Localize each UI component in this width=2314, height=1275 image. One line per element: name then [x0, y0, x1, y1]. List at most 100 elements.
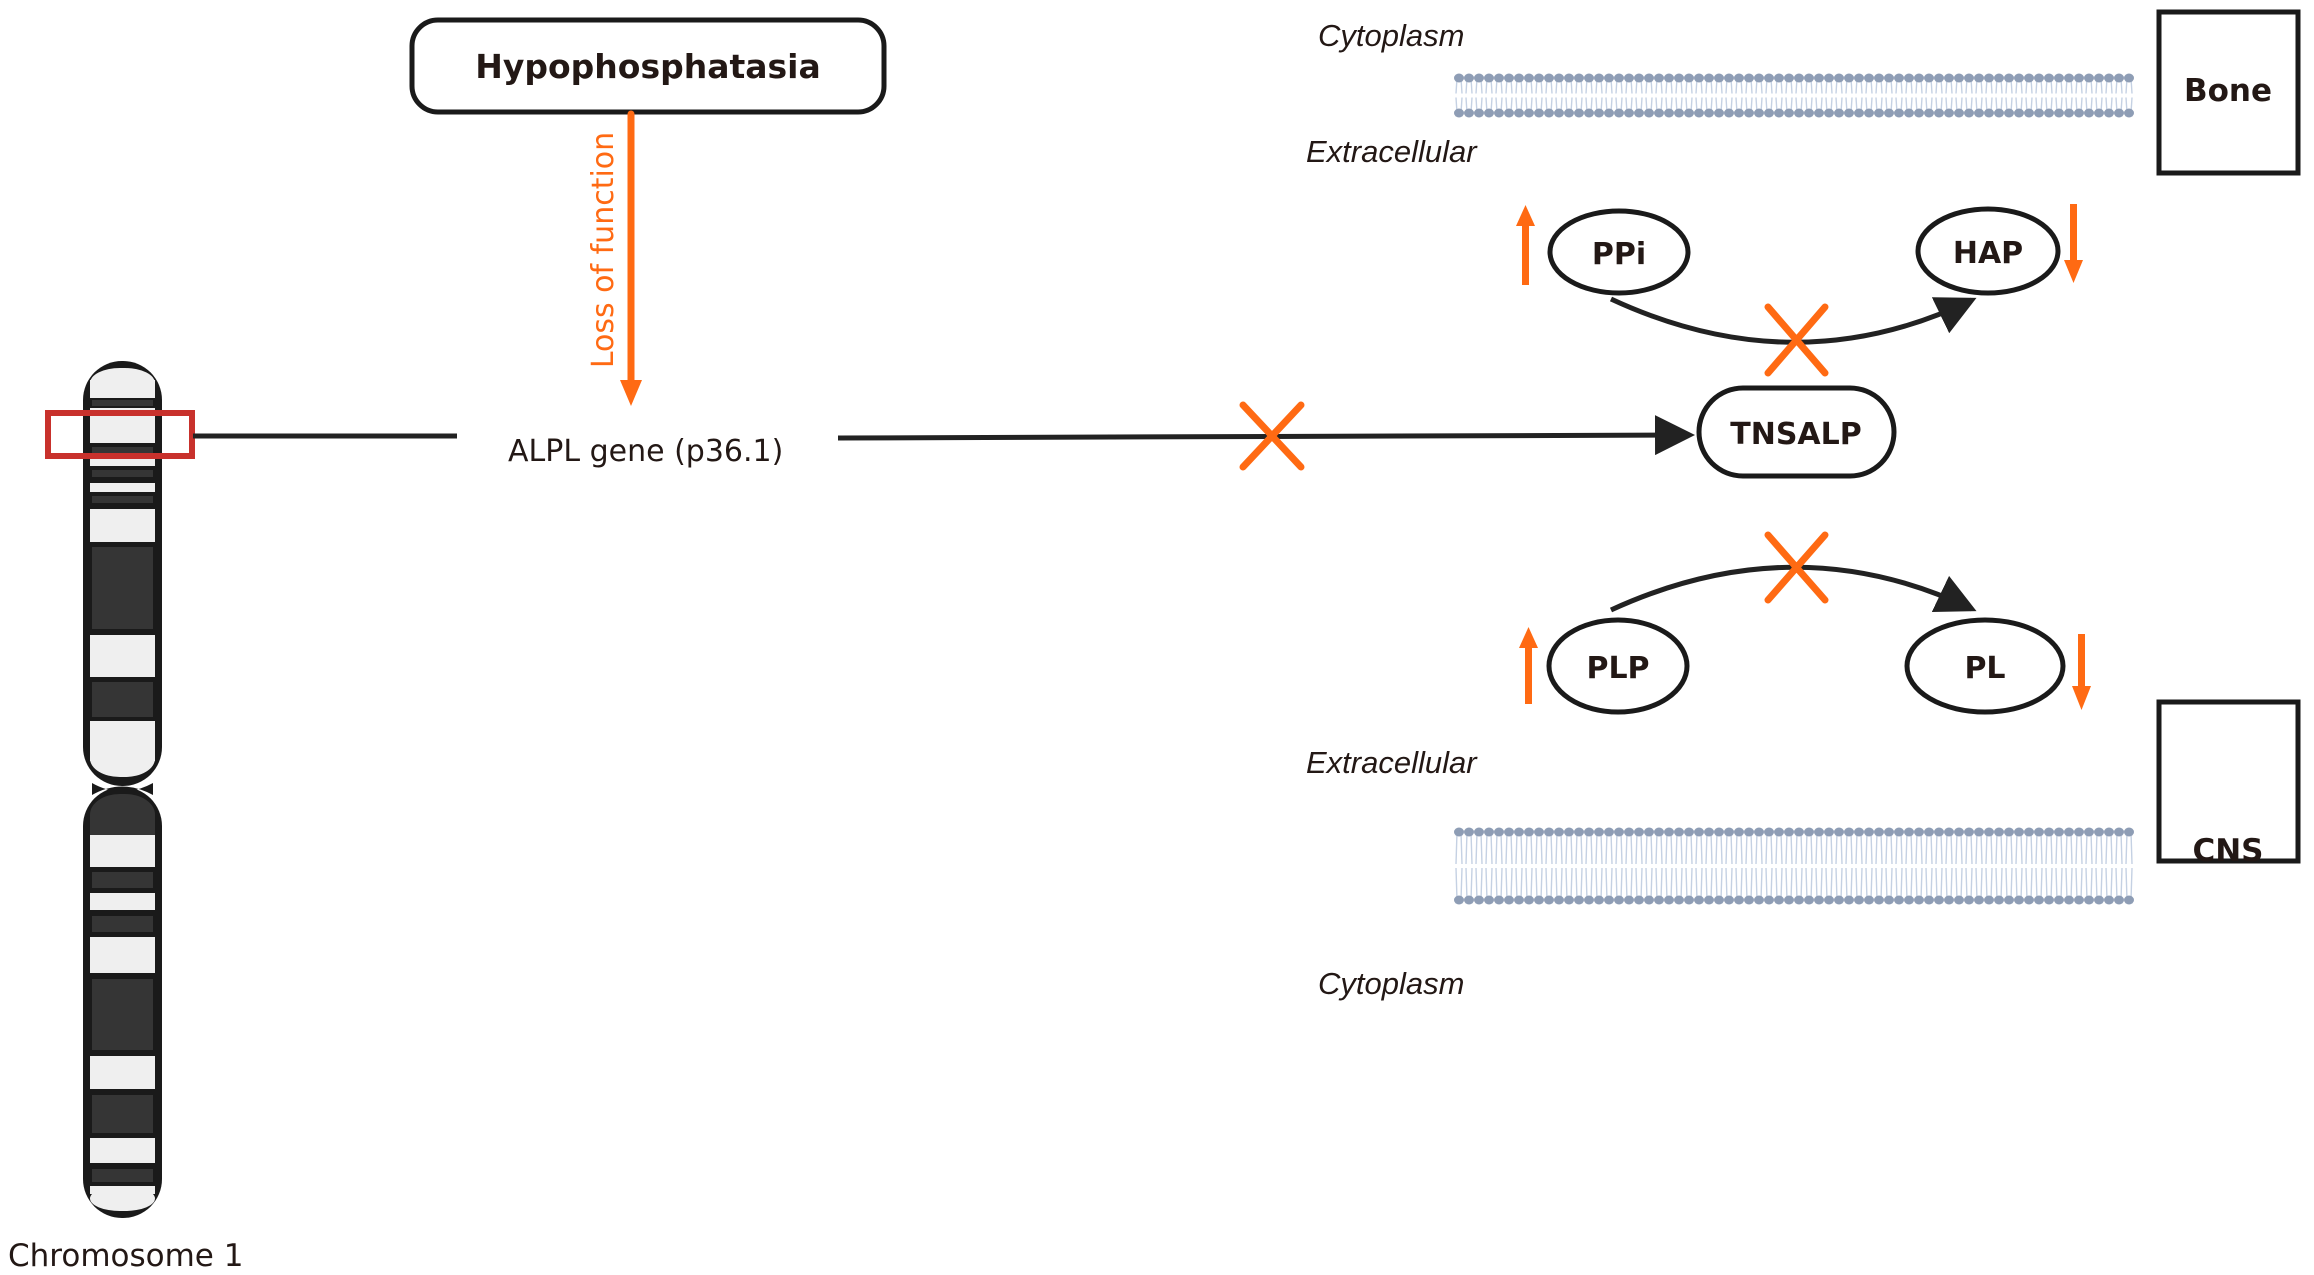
lipid-head: [1504, 827, 1514, 837]
lipid-head: [1754, 73, 1764, 83]
lipid-head: [1774, 73, 1784, 83]
lipid-head: [2064, 895, 2074, 905]
lipid-head: [2024, 73, 2034, 83]
lipid-head: [1984, 895, 1994, 905]
lipid-head: [1854, 73, 1864, 83]
hap-ellipse[interactable]: [1915, 206, 2061, 296]
disease-node[interactable]: Hypophosphatasia: [409, 17, 887, 115]
lipid-head: [1854, 827, 1864, 837]
lipid-head: [1854, 108, 1864, 118]
lipid-head: [1954, 827, 1964, 837]
lipid-head: [2074, 827, 2084, 837]
lipid-head: [2034, 108, 2044, 118]
lipid-head: [2054, 73, 2064, 83]
lipid-head: [1884, 895, 1894, 905]
lipid-head: [1824, 895, 1834, 905]
lipid-head: [1694, 108, 1704, 118]
enzyme-box[interactable]: [1696, 385, 1897, 479]
lipid-head: [2084, 73, 2094, 83]
pl-ellipse[interactable]: [1904, 617, 2066, 715]
lipid-head: [1984, 108, 1994, 118]
lipid-head: [2064, 827, 2074, 837]
lipid-head: [1474, 827, 1484, 837]
lipid-head: [2064, 108, 2074, 118]
lipid-head: [1704, 108, 1714, 118]
lipid-head: [1884, 73, 1894, 83]
lipid-head: [1574, 73, 1584, 83]
lipid-head: [1804, 827, 1814, 837]
lipid-head: [1464, 108, 1474, 118]
bone-extracellular-label: Extracellular: [1306, 134, 1478, 169]
bone-tissue-node[interactable]: Bone: [2156, 9, 2301, 176]
lipid-head: [1814, 895, 1824, 905]
plp-ellipse[interactable]: [1546, 617, 1690, 715]
ppi-ellipse[interactable]: [1547, 208, 1691, 296]
lipid-head: [1494, 73, 1504, 83]
lipid-head: [1574, 108, 1584, 118]
lipid-head: [1654, 108, 1664, 118]
lipid-head: [2044, 827, 2054, 837]
lipid-head: [1594, 895, 1604, 905]
lipid-head: [1864, 895, 1874, 905]
lipid-head: [1614, 895, 1624, 905]
lipid-head: [1834, 895, 1844, 905]
enzyme-node[interactable]: TNSALP: [1696, 385, 1897, 479]
lipid-head: [2104, 73, 2114, 83]
pl-node[interactable]: PL: [1904, 617, 2066, 715]
cns-tissue-node[interactable]: CNS: [2156, 699, 2301, 869]
lipid-head: [1964, 827, 1974, 837]
lipid-head: [1794, 827, 1804, 837]
lipid-head: [1894, 73, 1904, 83]
lipid-head: [1864, 827, 1874, 837]
lipid-head: [2014, 827, 2024, 837]
lipid-head: [1744, 827, 1754, 837]
lipid-head: [1554, 827, 1564, 837]
lipid-head: [1534, 73, 1544, 83]
lipid-head: [1634, 108, 1644, 118]
lipid-head: [1914, 73, 1924, 83]
bone-box[interactable]: [2156, 9, 2301, 176]
lipid-head: [1954, 73, 1964, 83]
lipid-head: [1944, 895, 1954, 905]
lipid-head: [2014, 895, 2024, 905]
lipid-head: [2004, 827, 2014, 837]
lipid-head: [1654, 73, 1664, 83]
lipid-head: [1874, 895, 1884, 905]
lipid-head: [1774, 108, 1784, 118]
lipid-head: [1524, 73, 1534, 83]
disease-box[interactable]: [409, 17, 887, 115]
highlight-box-p36-1[interactable]: [45, 410, 195, 459]
lipid-head: [1514, 827, 1524, 837]
lipid-head: [2124, 73, 2134, 83]
lipid-head: [1894, 108, 1904, 118]
lipid-head: [1684, 895, 1694, 905]
loss-of-function-arrowhead: [620, 380, 642, 406]
lipid-head: [1874, 73, 1884, 83]
plp-label: PLP: [1586, 651, 1649, 686]
lipid-head: [1934, 827, 1944, 837]
gene-label: ALPL gene (p36.1): [508, 434, 783, 469]
lipid-head: [1614, 827, 1624, 837]
lipid-head: [2014, 73, 2024, 83]
plp-node[interactable]: PLP: [1546, 617, 1690, 715]
lipid-head: [1774, 895, 1784, 905]
lipid-head: [2044, 73, 2054, 83]
lipid-head: [2044, 895, 2054, 905]
lipid-head: [1934, 895, 1944, 905]
lipid-head: [1474, 108, 1484, 118]
pl-decrease-arrow-icon: [2072, 634, 2091, 710]
ppi-node[interactable]: PPi: [1547, 208, 1691, 296]
lipid-head: [1694, 827, 1704, 837]
lipid-head: [2104, 827, 2114, 837]
lipid-head: [2064, 73, 2074, 83]
cns-box[interactable]: [2156, 699, 2301, 864]
lipid-head: [1604, 827, 1614, 837]
lipid-head: [1944, 73, 1954, 83]
lipid-head: [1594, 73, 1604, 83]
lipid-head: [1674, 108, 1684, 118]
lipid-head: [1974, 895, 1984, 905]
hap-label: HAP: [1953, 236, 2023, 271]
hap-node[interactable]: HAP: [1915, 206, 2061, 296]
lipid-head: [1804, 108, 1814, 118]
